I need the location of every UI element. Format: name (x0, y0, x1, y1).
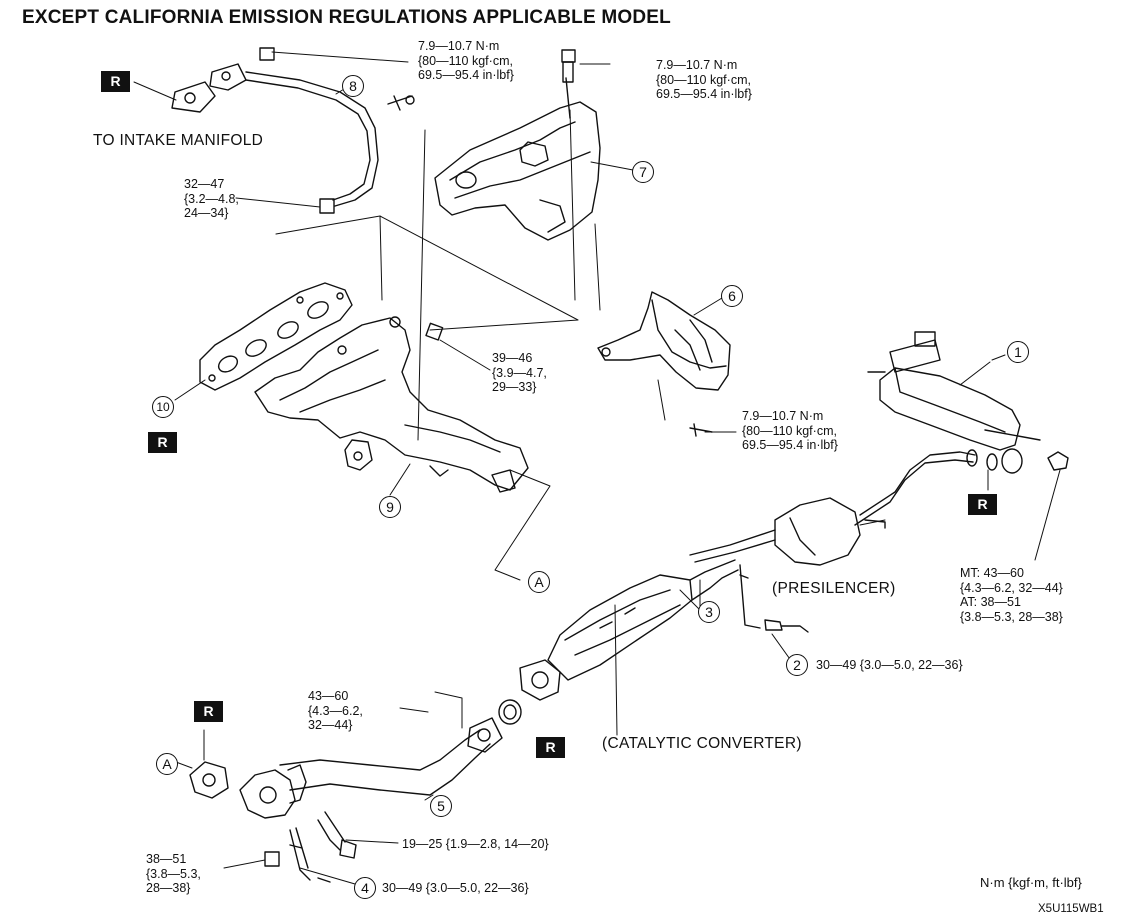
torque-rear-oxygen-sensor: 30—49 {3.0—5.0, 22—36} (816, 658, 963, 672)
flange-gasket-a (189, 761, 229, 799)
callout-8: 8 (342, 75, 364, 97)
part-6-converter-insulator (597, 291, 731, 437)
catalytic-converter (519, 559, 739, 701)
converter-gasket (498, 699, 522, 725)
presilencer-label: (PRESILENCER) (772, 580, 896, 597)
converter-gasket-inner (503, 704, 517, 720)
replace-marker-flange: R (194, 701, 223, 722)
torque-insulator-bolt: 7.9—10.7 N·m {80—110 kgf·cm, 69.5—95.4 i… (656, 58, 752, 101)
torque-pipe-bolt: 7.9—10.7 N·m {80—110 kgf·cm, 69.5—95.4 i… (418, 39, 514, 82)
callout-a-top: A (528, 571, 550, 593)
callout-4: 4 (354, 877, 376, 899)
torque-front-pipe-nut: 43—60 {4.3—6.2, 32—44} (308, 689, 363, 732)
part-9-exhaust-manifold (254, 316, 529, 493)
part-8-pipe (171, 47, 415, 214)
torque-pipe-nut: 32—47 {3.2—4.8, 24—34} (184, 177, 239, 220)
replace-marker-gasket: R (148, 432, 177, 453)
replace-marker-converter: R (536, 737, 565, 758)
part-7-insulator (434, 49, 601, 241)
callout-6: 6 (721, 285, 743, 307)
torque-main-silencer: MT: 43—60 {4.3—6.2, 32—44} AT: 38—51 {3.… (960, 566, 1063, 624)
part-1-main-silencer (867, 331, 1069, 474)
replace-marker-silencer: R (968, 494, 997, 515)
replace-marker-intake: R (101, 71, 130, 92)
callout-10: 10 (152, 396, 174, 418)
torque-bracket-bolt: 19—25 {1.9—2.8, 14—20} (402, 837, 549, 851)
callout-1: 1 (1007, 341, 1029, 363)
callout-a-bottom: A (156, 753, 178, 775)
reference-lines (203, 109, 886, 761)
to-intake-manifold-label: TO INTAKE MANIFOLD (93, 132, 264, 149)
callout-5: 5 (430, 795, 452, 817)
callout-3: 3 (698, 601, 720, 623)
callout-7: 7 (632, 161, 654, 183)
part-5-front-pipe (239, 717, 503, 883)
presilencer-pipe (689, 449, 978, 633)
part-10-gasket (199, 282, 353, 391)
torque-flange-nut: 38—51 {3.8—5.3, 28—38} (146, 852, 201, 895)
leader-lines (133, 51, 1061, 885)
torque-front-oxygen-sensor: 30—49 {3.0—5.0, 22—36} (382, 881, 529, 895)
catalytic-converter-label: (CATALYTIC CONVERTER) (602, 735, 802, 752)
torque-converter-insulator-bolt: 7.9—10.7 N·m {80—110 kgf·cm, 69.5—95.4 i… (742, 409, 838, 452)
document-code: X5U115WB1 (1038, 903, 1104, 915)
page-title: EXCEPT CALIFORNIA EMISSION REGULATIONS A… (22, 7, 671, 28)
units-label: N·m {kgf·m, ft·lbf} (980, 875, 1082, 890)
torque-manifold-nut: 39—46 {3.9—4.7, 29—33} (492, 351, 547, 394)
callout-9: 9 (379, 496, 401, 518)
callout-2: 2 (786, 654, 808, 676)
